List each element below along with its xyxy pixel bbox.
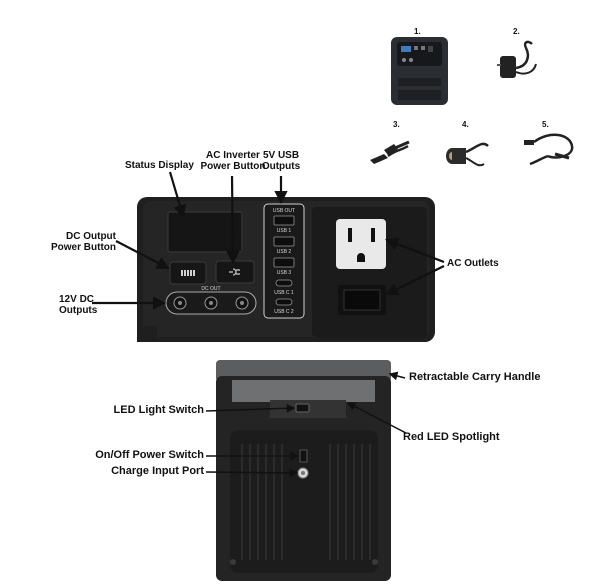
leader-ac-button: [226, 175, 240, 265]
usb-port-1: [273, 215, 295, 226]
label-carry-handle: Retractable Carry Handle: [409, 371, 541, 383]
usb-c-port-1: [275, 279, 293, 287]
leader-led-switch: [205, 403, 296, 413]
dc-port-2: [204, 296, 218, 310]
ac-outlet-2: [338, 285, 386, 315]
accessory-number-5: 5.: [542, 120, 549, 129]
ac-inverter-button: [215, 260, 255, 284]
label-red-led-spotlight: Red LED Spotlight: [403, 431, 500, 443]
usb-port-label-5: USB C 2: [274, 309, 294, 315]
usb-port-label-2: USB 2: [277, 249, 292, 255]
accessory-wall-adapter: [497, 40, 537, 78]
dc-port-1: [173, 296, 187, 310]
leader-status-display: [168, 171, 187, 219]
accessory-dc-cable: [524, 133, 574, 166]
leader-ac-outlet-1: [384, 237, 445, 264]
usb-port-label-1: USB 1: [277, 228, 292, 234]
label-ac-outlets: AC Outlets: [447, 258, 499, 269]
accessory-car-socket-adapter: [446, 142, 489, 167]
label-charge-input-port: Charge Input Port: [111, 465, 204, 477]
leader-red-spotlight: [346, 402, 407, 434]
dc-port-3: [235, 296, 249, 310]
accessory-number-2: 2.: [513, 27, 520, 36]
accessory-number-4: 4.: [462, 120, 469, 129]
leader-charge-port: [205, 468, 299, 478]
dc-out-header: DC OUT: [201, 286, 220, 292]
usb-out-header: USB OUT: [273, 208, 295, 214]
power-switch: [299, 449, 308, 463]
label-power-switch: On/Off Power Switch: [95, 449, 204, 461]
usb-c-port-2: [275, 298, 293, 306]
usb-port-label-4: USB C 1: [274, 290, 294, 296]
usb-port-label-3: USB 3: [277, 270, 292, 276]
accessory-car-charger-cable: [370, 140, 410, 164]
label-led-light-switch: LED Light Switch: [113, 404, 204, 416]
leader-ac-outlet-2: [385, 265, 445, 296]
usb-port-3: [273, 257, 295, 268]
front-panel-device: [137, 197, 435, 342]
rear-panel-device: [216, 360, 391, 581]
status-display-screen: [167, 211, 243, 253]
accessory-power-station: [391, 37, 448, 105]
label-status-display: Status Display: [125, 160, 194, 171]
accessory-number-3: 3.: [393, 120, 400, 129]
usb-port-2: [273, 236, 295, 247]
accessory-number-1: 1.: [414, 27, 421, 36]
leader-dc-button: [115, 240, 170, 270]
ac-outlet-1: [336, 219, 386, 269]
leader-carry-handle: [388, 371, 406, 381]
led-light-switch: [295, 403, 310, 413]
